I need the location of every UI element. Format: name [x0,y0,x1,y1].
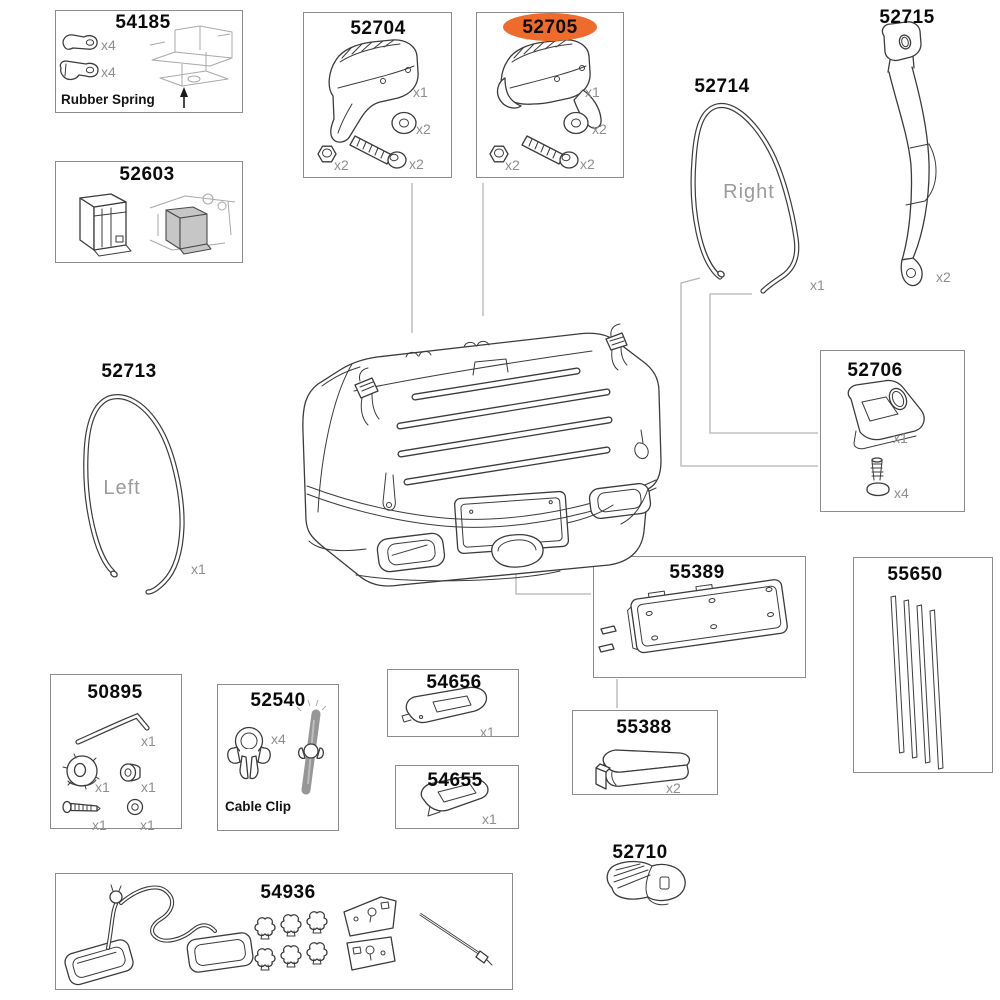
qty-label: x1 [140,817,155,833]
part-number-52714[interactable]: 52714 [694,76,750,97]
license-plate-recess [454,490,570,555]
qty-label: x2 [505,157,520,173]
panel-54936 [55,873,513,990]
part-number-54655[interactable]: 54655 [427,770,483,791]
panel-50895 [50,674,182,829]
qty-label: x2 [416,121,431,137]
qty-label: x2 [936,269,951,285]
panel-52704 [303,12,452,178]
qty-label: x2 [334,157,349,173]
panel-52540 [217,684,339,831]
side-label-left: Left [103,477,141,499]
panel-55650 [853,557,993,773]
part-number-52710[interactable]: 52710 [612,842,668,863]
part-number-55389[interactable]: 55389 [669,562,725,583]
qty-label: x2 [409,156,424,172]
highlight-ellipse [503,13,597,41]
right-latch [605,323,628,371]
side-label-right: Right [723,181,775,203]
tension-strap-illustration [881,21,937,287]
part-number-52704[interactable]: 52704 [350,18,406,39]
caption-cable-clip: Cable Clip [225,799,292,814]
part-number-52706[interactable]: 52706 [847,360,903,381]
part-number-54656[interactable]: 54656 [426,672,482,693]
part-number-55388[interactable]: 55388 [616,717,672,738]
left-lamp-housing [376,532,446,573]
thumb-knob-illustration [606,860,686,906]
left-latch [354,367,380,426]
part-number-52705[interactable]: 52705 [522,17,578,38]
qty-label: x1 [585,84,600,100]
part-number-52540[interactable]: 52540 [250,690,306,711]
part-number-52603[interactable]: 52603 [119,164,175,185]
part-number-50895[interactable]: 50895 [87,682,143,703]
panel-54656 [387,669,519,737]
qty-label: x1 [95,779,110,795]
caption-rubber-spring: Rubber Spring [61,92,155,107]
panel-52705 [476,12,624,178]
part-number-54936[interactable]: 54936 [260,882,316,903]
qty-label: x2 [666,780,681,796]
panel-52706 [820,350,965,512]
part-number-52713[interactable]: 52713 [101,361,157,382]
qty-label: x1 [413,84,428,100]
qty-label: x1 [141,779,156,795]
part-number-55650[interactable]: 55650 [887,564,943,585]
part-number-54185[interactable]: 54185 [115,12,171,33]
right-lamp-housing [588,482,652,520]
qty-label: x1 [810,277,825,293]
qty-label: x1 [191,561,206,577]
qty-label: x1 [480,724,495,740]
qty-label: x1 [141,733,156,749]
qty-label: x4 [894,485,909,501]
qty-label: x4 [101,64,116,80]
panel-52603 [55,161,243,263]
qty-label: x1 [92,817,107,833]
qty-label: x2 [592,121,607,137]
panel-55388 [572,710,718,795]
qty-label: x2 [580,156,595,172]
panel-54185 [55,10,243,113]
panel-55389 [593,556,806,678]
main-cargo-box-illustration [302,323,662,587]
panel-54655 [395,765,519,829]
qty-label: x1 [893,430,908,446]
part-number-52715[interactable]: 52715 [879,7,935,28]
qty-label: x4 [101,37,116,53]
qty-label: x1 [482,811,497,827]
qty-label: x4 [271,731,286,747]
